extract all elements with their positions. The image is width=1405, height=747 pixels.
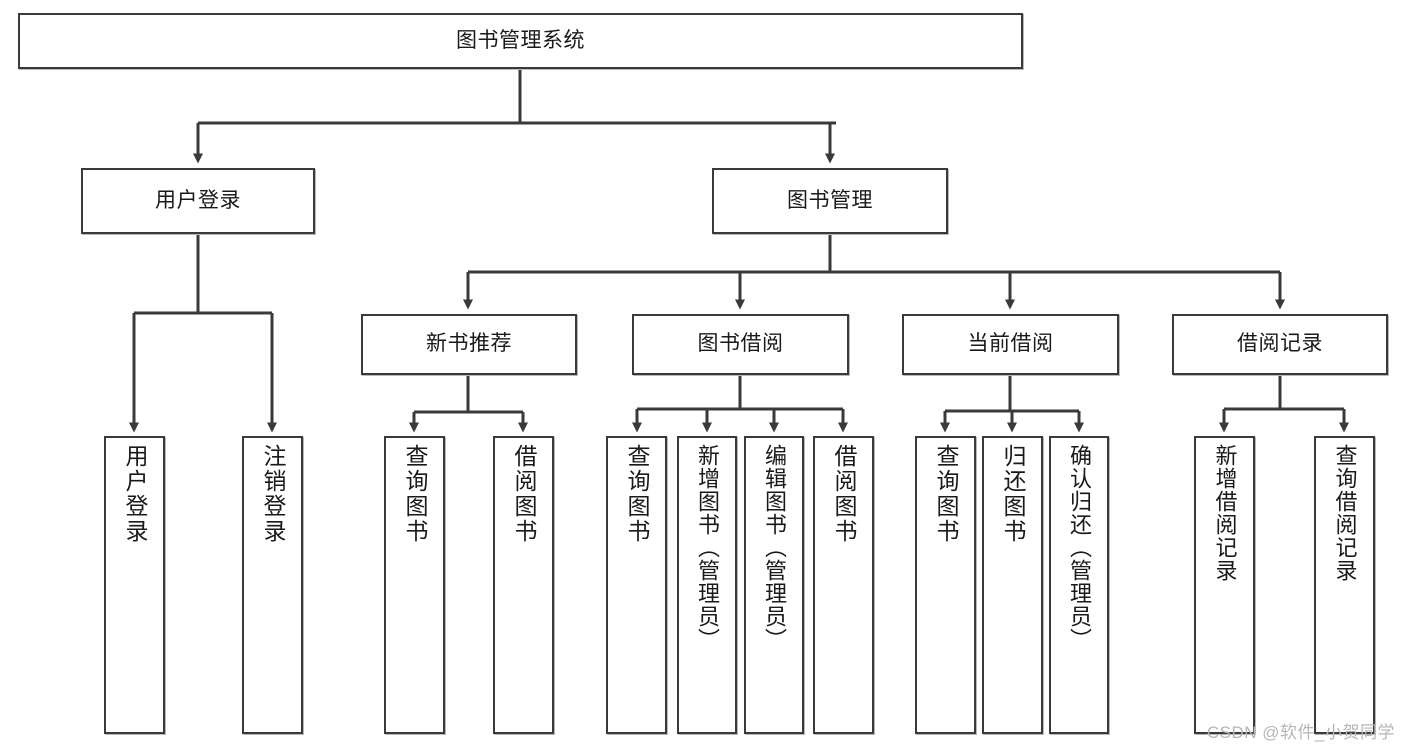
node-leaf-confirm-return[interactable]: 确认归还（管理员） <box>1049 436 1109 734</box>
node-leaf-logout-login[interactable]: 注销登录 <box>242 436 303 734</box>
node-borrow-record-label: 借阅记录 <box>1237 332 1323 356</box>
node-leaf-add-book[interactable]: 新增图书（管理员） <box>677 436 737 734</box>
node-current-borrow[interactable]: 当前借阅 <box>902 314 1119 375</box>
node-book-borrow[interactable]: 图书借阅 <box>632 314 849 375</box>
node-borrow-record[interactable]: 借阅记录 <box>1172 314 1388 375</box>
node-leaf-query-record[interactable]: 查询借阅记录 <box>1314 436 1375 734</box>
node-leaf-query-book-1-label: 查询图书 <box>402 444 428 544</box>
node-leaf-edit-book-label: 编辑图书（管理员） <box>762 444 787 651</box>
node-new-book-rec-label: 新书推荐 <box>426 332 512 356</box>
node-book-admin[interactable]: 图书管理 <box>712 168 948 234</box>
node-user-login[interactable]: 用户登录 <box>81 168 315 234</box>
node-leaf-query-book-2[interactable]: 查询图书 <box>606 436 667 734</box>
node-leaf-borrow-book-1-label: 借阅图书 <box>511 444 537 544</box>
node-leaf-borrow-book-2-label: 借阅图书 <box>831 444 857 544</box>
node-leaf-query-book-1[interactable]: 查询图书 <box>384 436 445 734</box>
node-leaf-user-login-label: 用户登录 <box>122 444 148 544</box>
node-root-label: 图书管理系统 <box>456 28 585 52</box>
node-leaf-query-book-3-label: 查询图书 <box>933 444 959 544</box>
node-book-admin-label: 图书管理 <box>787 188 873 212</box>
node-leaf-borrow-book-1[interactable]: 借阅图书 <box>493 436 554 734</box>
node-leaf-add-record[interactable]: 新增借阅记录 <box>1194 436 1255 734</box>
node-book-borrow-label: 图书借阅 <box>697 332 784 356</box>
node-leaf-confirm-return-label: 确认归还（管理员） <box>1067 444 1092 651</box>
node-current-borrow-label: 当前借阅 <box>967 332 1054 356</box>
node-user-login-label: 用户登录 <box>155 188 241 212</box>
node-new-book-rec[interactable]: 新书推荐 <box>361 314 577 375</box>
node-leaf-query-record-label: 查询借阅记录 <box>1332 444 1358 582</box>
node-leaf-return-book-label: 归还图书 <box>1000 444 1026 544</box>
node-leaf-edit-book[interactable]: 编辑图书（管理员） <box>744 436 804 734</box>
node-leaf-add-book-label: 新增图书（管理员） <box>695 444 720 651</box>
node-leaf-query-book-2-label: 查询图书 <box>624 444 650 544</box>
node-leaf-logout-login-label: 注销登录 <box>260 444 286 544</box>
node-leaf-query-book-3[interactable]: 查询图书 <box>915 436 976 734</box>
node-leaf-user-login[interactable]: 用户登录 <box>104 436 165 734</box>
node-leaf-return-book[interactable]: 归还图书 <box>982 436 1043 734</box>
node-root[interactable]: 图书管理系统 <box>18 13 1023 69</box>
node-leaf-borrow-book-2[interactable]: 借阅图书 <box>813 436 874 734</box>
csdn-watermark: CSDN @软件_小贺同学 <box>1206 723 1395 742</box>
node-leaf-add-record-label: 新增借阅记录 <box>1212 444 1238 582</box>
